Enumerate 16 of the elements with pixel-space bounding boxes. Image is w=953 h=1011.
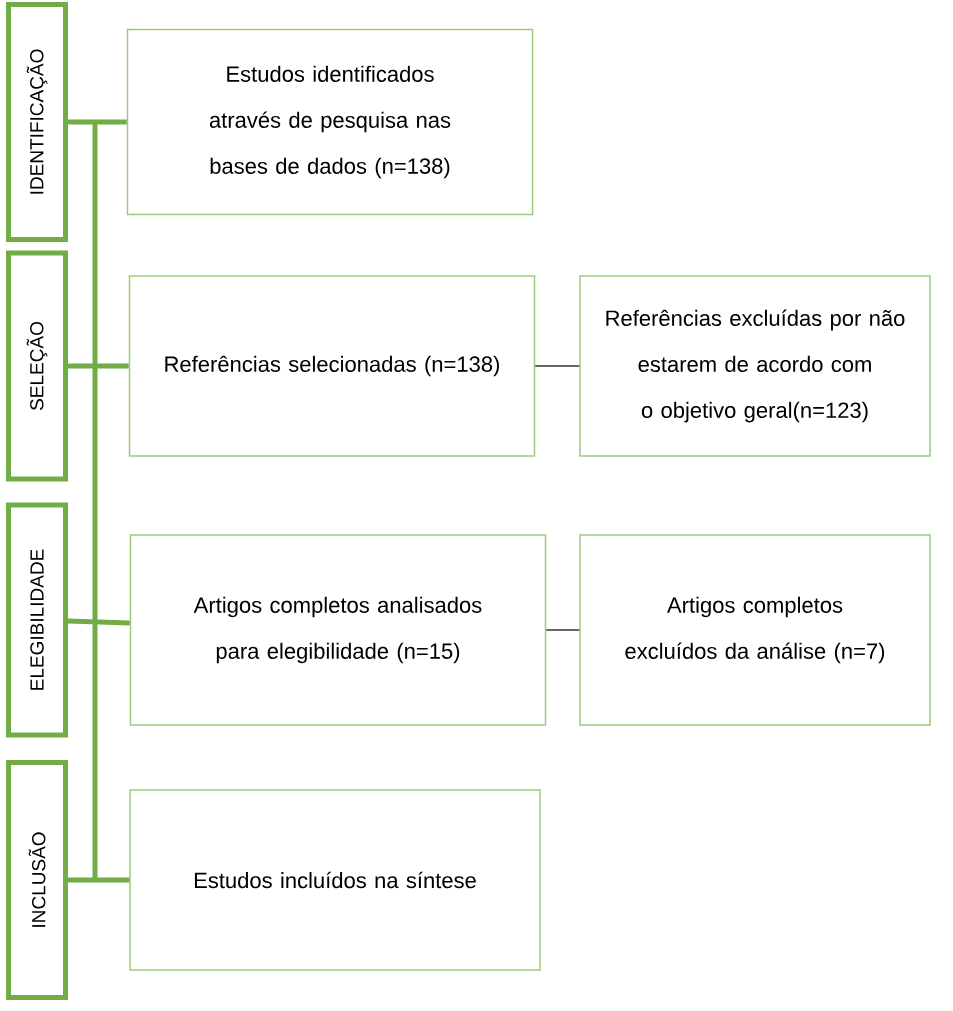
process-box: Artigos completos analisados para elegibilidade (n=15) [129, 534, 547, 726]
process-box: Artigos completos excluídos da análise (n=7) [579, 534, 931, 726]
stage-box: ELEGIBILIDADE [6, 502, 68, 738]
stage-box: INCLUSÃO [6, 760, 68, 1000]
process-box: Referências excluídas por não estarem de acordo com o objetivo geral(n=123) [579, 275, 931, 457]
connector-line [68, 119, 127, 125]
connector-line [67, 618, 130, 626]
process-box: Estudos identificados através de pesquisa nas bases de dados (n=138) [126, 28, 534, 216]
process-box: Referências selecionadas (n=138) [128, 275, 536, 457]
stage-box: IDENTIFICAÇÃO [6, 2, 68, 242]
connector-line [68, 877, 130, 883]
process-box: Estudos incluídos na síntese [129, 789, 541, 971]
stage-box: SELEÇÃO [6, 250, 68, 482]
connector-line [534, 365, 580, 367]
connector-line [545, 629, 580, 631]
connector-line [68, 363, 129, 369]
